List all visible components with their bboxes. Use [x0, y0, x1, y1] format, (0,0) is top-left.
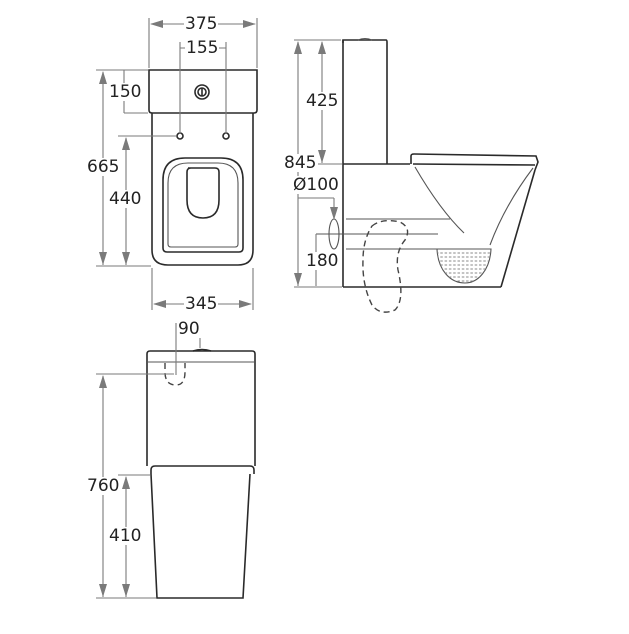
dim-button-offset: 155: [185, 38, 220, 58]
side-view: [294, 37, 539, 313]
dim-outlet-height: 180: [305, 251, 340, 271]
front-view: [96, 323, 256, 599]
dim-bowl-width: 345: [184, 294, 219, 314]
dim-tank-height: 425: [305, 91, 340, 111]
dim-seat-height: 410: [108, 526, 143, 546]
dim-overall-height: 845: [283, 153, 318, 173]
dim-overall-depth: 665: [86, 157, 121, 177]
dim-inlet-offset: 90: [177, 319, 201, 339]
dim-bowl-length: 440: [108, 189, 143, 209]
dim-overall-width: 375: [184, 14, 219, 34]
dim-tank-depth: 150: [108, 82, 143, 102]
dim-inlet-height: 760: [86, 476, 121, 496]
dim-outlet-diameter: Ø100: [292, 175, 340, 195]
